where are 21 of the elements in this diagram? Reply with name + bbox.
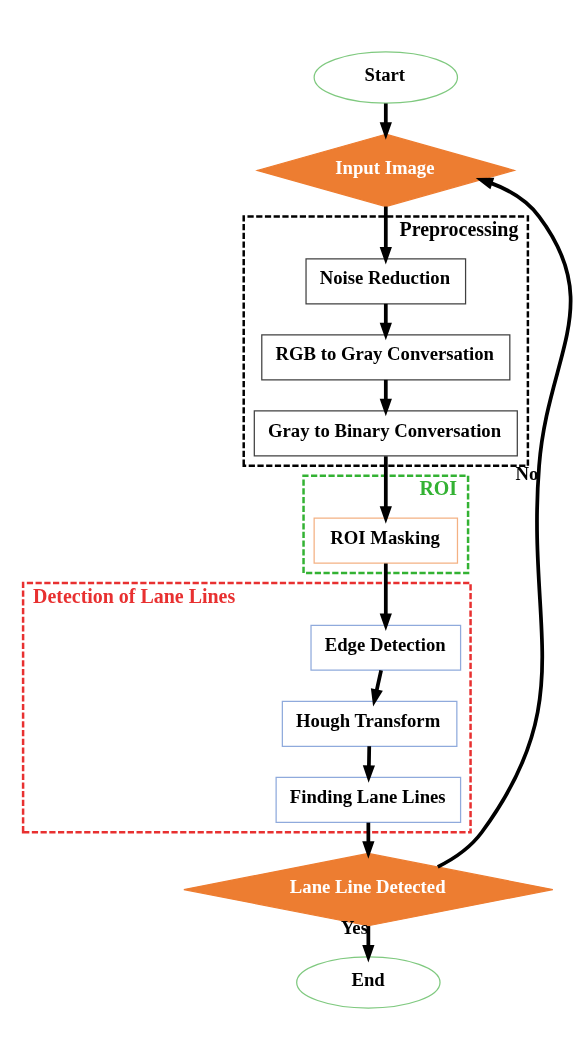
node-box: ROI Masking xyxy=(313,517,459,564)
arrow xyxy=(362,925,375,962)
arrow xyxy=(379,303,392,340)
node-box: Hough Transform xyxy=(281,700,458,747)
node-diamond: Input Image xyxy=(255,133,517,207)
arrow xyxy=(362,745,376,783)
arrow xyxy=(370,669,383,707)
node-box: RGB to Gray Conversation xyxy=(261,333,511,380)
arrow xyxy=(436,177,573,868)
arrow xyxy=(379,563,392,631)
node-box: Edge Detection xyxy=(310,624,462,671)
arrow xyxy=(379,103,392,140)
node-ellipse: End xyxy=(296,955,441,1009)
arrow xyxy=(379,206,392,264)
arrow xyxy=(379,455,392,524)
node-ellipse: Start xyxy=(313,50,459,104)
node-box: Gray to Binary Conversation xyxy=(253,409,518,456)
arrow xyxy=(362,822,375,859)
arrow xyxy=(379,379,392,416)
node-box: Finding Lane Lines xyxy=(275,776,462,823)
node-box: Noise Reduction xyxy=(305,257,467,304)
